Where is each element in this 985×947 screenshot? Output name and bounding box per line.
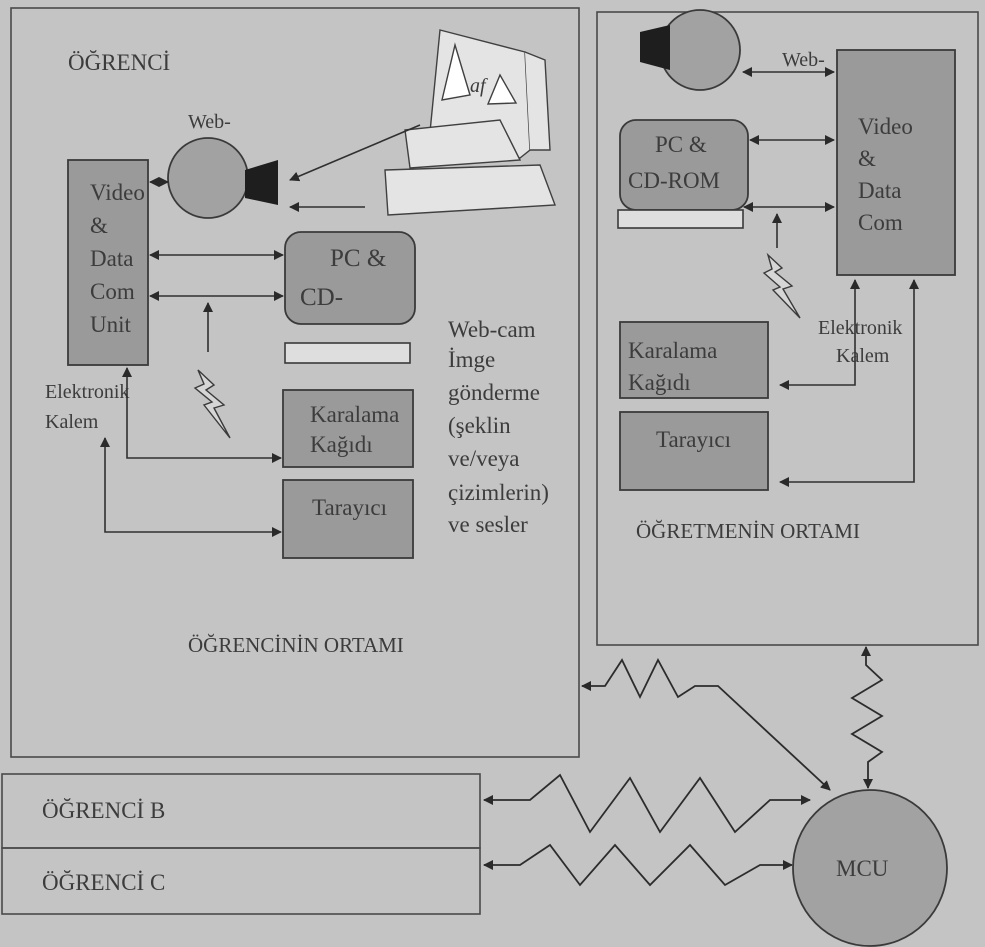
student-b-label: ÖĞRENCİ B: [42, 798, 165, 823]
teacher-notepad-box: [619, 321, 769, 399]
mcu-label: MCU: [836, 856, 889, 881]
student-unit-line-4: Com: [90, 279, 135, 304]
teacher-pc-line-1: PC &: [655, 132, 707, 157]
teacher-video-unit: [836, 49, 956, 276]
student-scanner-label: Tarayıcı: [312, 495, 387, 520]
teacher-pen-line-2: Kalem: [836, 345, 890, 367]
sketch-text: af: [470, 75, 488, 97]
teacher-unit-line-1: Video: [858, 114, 913, 139]
student-pen-line-2: Kalem: [45, 411, 99, 433]
unit-scanner-link: [100, 437, 282, 537]
student-environment-label: ÖĞRENCİNİN ORTAMI: [188, 633, 404, 657]
teacher-unit-line-3: Data: [858, 178, 901, 203]
student-webcam-icon: [167, 137, 249, 219]
teacher-mcu-network-link: [850, 646, 884, 789]
student-c-mcu-network-link: [483, 843, 793, 887]
student-webcam-lens-icon: [245, 160, 278, 205]
sketch-to-webcam-arrow: [289, 124, 421, 182]
student-pc-line-1: PC &: [330, 245, 386, 272]
student-unit-line-3: Data: [90, 246, 133, 271]
student-webcam-label: Web-: [188, 111, 231, 133]
teacher-environment-label: ÖĞRETMENİN ORTAMI: [636, 519, 860, 543]
send-note-line-2: İmge: [448, 347, 495, 372]
sketch-document-icon: af: [384, 29, 556, 216]
student-video-unit: [67, 159, 149, 366]
send-note-line-1: Web-cam: [448, 317, 536, 342]
send-note-line-3: gönderme: [448, 380, 540, 405]
teacher-notepad-line-2: Kağıdı: [628, 370, 691, 395]
send-note-line-6: çizimlerin): [448, 480, 549, 505]
student-notepad-box: [282, 389, 414, 468]
student-pen-line-1: Elektronik: [45, 381, 129, 403]
teacher-scanner-box: [619, 411, 769, 491]
teacher-pc-line-2: CD-ROM: [628, 168, 720, 193]
student-unit-line-2: &: [90, 213, 108, 238]
send-note-line-5: ve/veya: [448, 446, 520, 471]
student-unit-line-1: Video: [90, 180, 145, 205]
teacher-pen-line-1: Elektronik: [818, 317, 902, 339]
student-environment-frame: [10, 7, 580, 758]
student-notepad-line-1: Karalama: [310, 402, 399, 427]
student-b-mcu-network-link: [483, 773, 811, 834]
student-unit-line-5: Unit: [90, 312, 132, 337]
teacher-pen-lightning-icon: [762, 252, 801, 319]
student-c-label: ÖĞRENCİ C: [42, 870, 165, 895]
student-scanner-box: [282, 479, 414, 559]
teacher-webcam-label: Web-: [782, 49, 825, 71]
student-notepad-line-2: Kağıdı: [310, 432, 373, 457]
teacher-scanner-label: Tarayıcı: [656, 427, 731, 452]
student-pc-line-2: CD-: [300, 284, 343, 311]
teacher-keyboard-bar: [617, 209, 744, 229]
teacher-scanner-link: [779, 279, 919, 487]
send-note-line-7: ve sesler: [448, 512, 528, 537]
teacher-webcam-icon: [659, 9, 741, 91]
student-pc-box: [284, 231, 416, 325]
send-note-line-4: (şeklin: [448, 413, 511, 438]
student-pen-lightning-icon: [193, 369, 231, 439]
teacher-notepad-line-1: Karalama: [628, 338, 717, 363]
teacher-unit-line-4: Com: [858, 210, 903, 235]
student-c-box: [1, 847, 481, 915]
teacher-webcam-lens-icon: [640, 25, 670, 70]
teacher-unit-line-2: &: [858, 146, 876, 171]
student-keyboard-bar: [284, 342, 411, 364]
student-title: ÖĞRENCİ: [68, 50, 170, 75]
mcu-node: [792, 789, 948, 947]
student-mcu-network-link: [581, 658, 831, 791]
teacher-environment-frame: [596, 11, 979, 646]
